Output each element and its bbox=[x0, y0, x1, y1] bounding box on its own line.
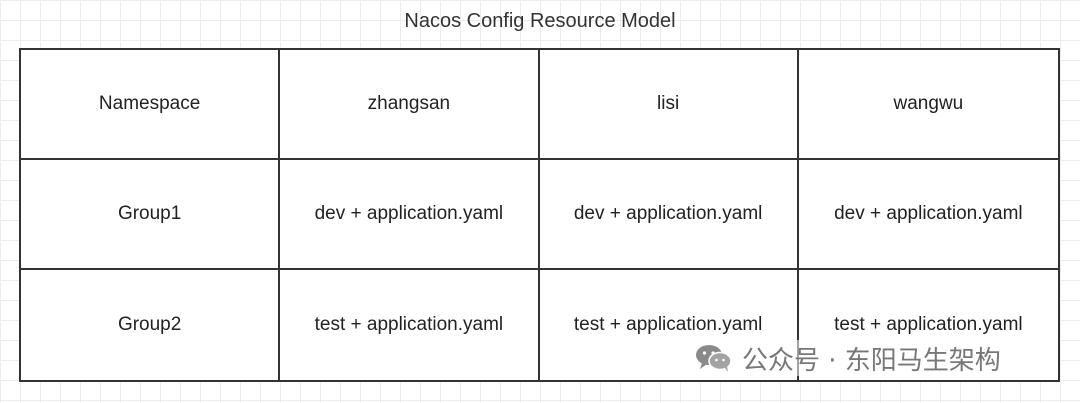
watermark: 公众号 · 东阳马生架构 bbox=[694, 340, 1001, 376]
diagram-title: Nacos Config Resource Model bbox=[404, 10, 676, 32]
namespace-zhangsan-cell: zhangsan bbox=[280, 50, 540, 160]
group2-wangwu-cell: test + application.yaml bbox=[834, 314, 1023, 335]
group2-zhangsan-cell: test + application.yaml bbox=[280, 270, 540, 380]
namespace-lisi-cell: lisi bbox=[539, 50, 799, 160]
resource-model-table: Namespace zhangsan lisi wangwu Group1 de… bbox=[19, 48, 1060, 382]
namespace-header-cell: Namespace bbox=[21, 50, 281, 160]
group1-wangwu-cell: dev + application.yaml bbox=[798, 160, 1058, 270]
group2-header-cell: Group2 bbox=[21, 270, 281, 380]
watermark-text: 公众号 · 东阳马生架构 bbox=[742, 345, 1001, 376]
group2-lisi-cell: test + application.yaml bbox=[540, 270, 799, 380]
namespace-wangwu-cell: wangwu bbox=[798, 50, 1058, 160]
wechat-icon bbox=[696, 345, 732, 372]
group1-lisi-cell: dev + application.yaml bbox=[539, 160, 799, 270]
group1-header-cell: Group1 bbox=[21, 160, 281, 270]
group1-zhangsan-cell: dev + application.yaml bbox=[280, 160, 540, 270]
